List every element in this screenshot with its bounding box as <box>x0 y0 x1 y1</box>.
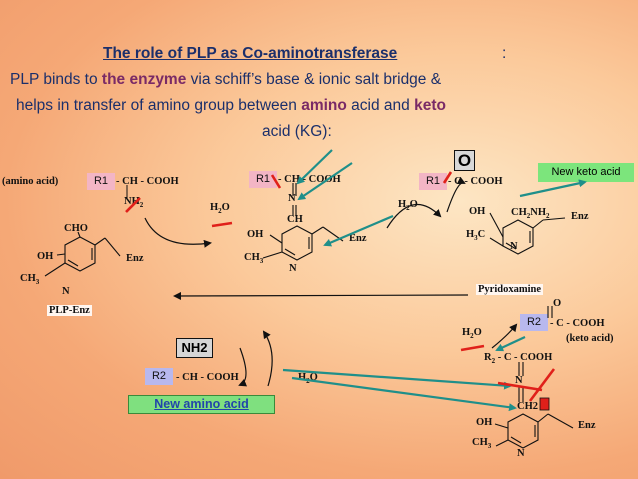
schiff2-oh: OH <box>476 417 493 428</box>
keto-acid-label: (keto acid) <box>566 333 614 344</box>
slide-title: The role of PLP as Co-aminotransferase <box>103 45 398 62</box>
amino-acid-nh2: NH2 <box>124 196 144 210</box>
schiff2-ch3: CH3 <box>472 437 492 451</box>
cut-marker <box>539 397 550 411</box>
schiff2-ch2: CH2 <box>517 401 538 412</box>
description-line-2: helps in transfer of amino group between… <box>16 97 446 114</box>
r1-tag-amino-acid: R1 <box>87 173 115 190</box>
schiff2-n: N <box>515 375 523 386</box>
schiff-oh: OH <box>247 229 264 240</box>
schiff-ring-n: N <box>289 263 297 274</box>
schiff-ch: CH <box>287 214 303 225</box>
pyridoxamine-oh: OH <box>469 206 486 217</box>
plp-enz-caption: PLP-Enz <box>47 305 92 316</box>
new-amino-backbone: - CH - COOH <box>176 372 239 383</box>
pyridoxamine-caption: Pyridoxamine <box>476 284 543 295</box>
description-line-1: PLP binds to the enzyme via schiff’s bas… <box>10 71 442 88</box>
plp-oh: OH <box>37 251 54 262</box>
keto-acid-backbone: - C - COOH <box>550 318 605 329</box>
water-label-3: H2O <box>462 327 482 341</box>
title-colon: : <box>502 45 507 62</box>
r2-tag-amino: R2 <box>145 368 173 385</box>
r1-tag-schiff: R1 <box>249 171 277 188</box>
pyridoxamine-ch2nh2: CH2NH2 <box>511 207 550 221</box>
schiff-backbone: - CH - COOH <box>278 174 341 185</box>
pyridoxamine-ring-n: N <box>510 241 518 252</box>
pyridoxamine-h3c: H3C <box>466 229 486 243</box>
r1-tag-keto: R1 <box>419 173 447 190</box>
amino-acid-label: (amino acid) <box>2 176 59 187</box>
keto-acid-o: O <box>553 298 562 309</box>
new-amino-acid-label: New amino acid <box>128 395 275 414</box>
description-line-3: acid (KG): <box>262 123 332 140</box>
pyridoxamine-ring <box>489 212 566 318</box>
reaction-curves <box>144 176 518 387</box>
pyridoxamine-enz: Enz <box>571 211 589 222</box>
schiff2-ring <box>494 362 574 449</box>
schiff-ring <box>262 183 344 261</box>
nh2-box: NH2 <box>176 338 213 358</box>
plp-ring-n: N <box>62 286 70 297</box>
new-keto-acid-label: New keto acid <box>538 163 634 182</box>
plp-enz-label: Enz <box>126 253 144 264</box>
amino-acid-backbone: - CH - COOH <box>116 176 179 187</box>
new-keto-backbone: - C - COOH <box>448 176 503 187</box>
r2-tag-keto: R2 <box>520 314 548 331</box>
plp-cho: CHO <box>64 223 88 234</box>
plp-ch3: CH3 <box>20 273 40 287</box>
red-strikes <box>125 171 556 402</box>
schiff2-ring-n: N <box>517 448 525 459</box>
schiff-enz: Enz <box>349 233 367 244</box>
plp-ring <box>44 231 121 277</box>
oxygen-box: O <box>454 150 475 171</box>
schiff-ch3: CH3 <box>244 252 264 266</box>
schiff-n: N <box>288 193 296 204</box>
schiff2-r2: R2 - C - COOH <box>484 352 553 366</box>
teal-arrows <box>282 149 587 412</box>
schiff2-enz: Enz <box>578 420 596 431</box>
water-label-1: H2O <box>210 202 230 216</box>
